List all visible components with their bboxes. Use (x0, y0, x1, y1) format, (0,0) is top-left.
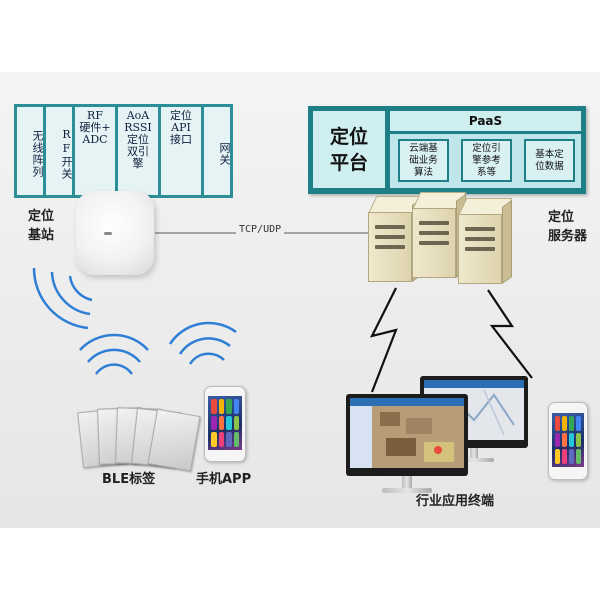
module-positioning-api: 定位 API 接口 (161, 107, 201, 195)
module-rf-hardware-adc: RF 硬件+ ADC (75, 107, 115, 195)
module-gateway: 网关 (204, 107, 231, 195)
phone-signal-icon (168, 321, 237, 365)
paas-item-engine-reference: 定位引 擎参考 系等 (461, 139, 512, 182)
paas-item-cloud-algorithms: 云端基 础业务 算法 (398, 139, 449, 182)
monitor-icon-front (346, 394, 468, 476)
phone-app-label: 手机APP (196, 472, 252, 487)
base-station-device-icon (76, 191, 154, 275)
ble-signal-icon (79, 333, 149, 375)
server-icon (368, 196, 423, 282)
server-icon (412, 192, 467, 278)
platform-title: 定位 平台 (313, 111, 385, 188)
base-station-led (104, 232, 112, 235)
server-label: 定位 服务器 (548, 210, 588, 244)
connection-protocol-label: TCP/UDP (236, 224, 285, 235)
ble-tag-label: BLE标签 (102, 472, 156, 487)
server-icon (458, 198, 513, 284)
monitor-stand (402, 476, 412, 490)
lightning-link-left (369, 287, 398, 393)
lightning-link-right (487, 289, 533, 379)
base-station-label: 定位 基站 (28, 209, 55, 243)
monitor-stand (470, 448, 478, 460)
module-aoa-rssi-engine: AoA RSSI 定位 双引 擎 (118, 107, 158, 195)
base-station-module-table: 无线阵列 RF开关 RF 硬件+ ADC AoA RSSI 定位 双引 擎 定位… (14, 104, 233, 198)
terminal-phone-icon (548, 402, 588, 480)
monitor-base (382, 488, 432, 493)
paas-item-basic-data: 基本定 位数据 (524, 139, 575, 182)
terminal-label: 行业应用终端 (416, 494, 495, 509)
base-station-signal-icon (32, 267, 93, 330)
module-rf-switch: RF开关 (46, 107, 73, 195)
monitor-base (454, 458, 494, 462)
module-wireless-array: 无线阵列 (17, 107, 44, 195)
paas-header: PaaS (390, 111, 581, 131)
phone-icon (204, 386, 246, 462)
